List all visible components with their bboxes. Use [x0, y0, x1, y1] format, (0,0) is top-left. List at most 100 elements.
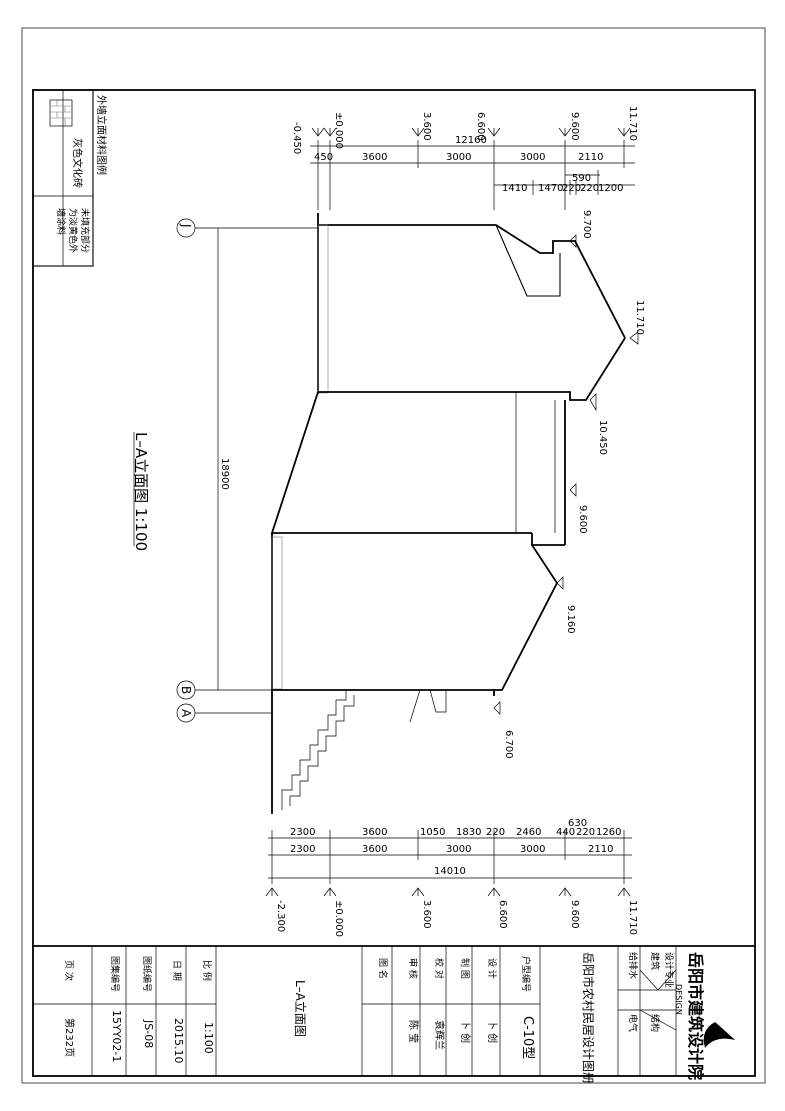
- design-mark: DESIGN: [674, 984, 683, 1015]
- axis-j-label: J: [179, 223, 193, 228]
- dim-top-3000a: 3000: [446, 152, 471, 163]
- dim-bot-440: 440: [556, 827, 575, 838]
- house-type-label: 户型编号: [520, 956, 532, 992]
- spec-arch: 建筑: [649, 952, 661, 970]
- house-type: C-10型: [520, 1016, 535, 1059]
- dim-bot-2460: 2460: [516, 827, 541, 838]
- axis-a-label: A: [179, 709, 193, 718]
- level-bot-3600: 3.600: [421, 900, 432, 929]
- level-bot-6600: 6.600: [497, 900, 508, 929]
- dim-top-590: 590: [572, 173, 591, 184]
- top-dimensions: 12160 450 3600 3000 3000 2110 1410 1470 …: [310, 135, 635, 210]
- date-label: 日 期: [171, 960, 182, 981]
- name-draw: 卜 创: [459, 1020, 472, 1043]
- brick-band-upper: [317, 224, 329, 394]
- drawing-no: JS-08: [142, 1019, 155, 1048]
- spec-struct: 结构: [649, 1014, 661, 1032]
- brick-band-lower: [271, 536, 283, 690]
- level-mid-11710: 11.710: [634, 300, 645, 335]
- level-top-9600: 9.600: [569, 112, 580, 141]
- specialty-label: 设计专业: [663, 952, 675, 988]
- dim-bot-2300b: 2300: [290, 844, 315, 855]
- level-top-m0450: -0.450: [291, 122, 302, 154]
- name-check: 袁辉兰: [433, 1020, 446, 1050]
- level-mid-9700: 9.700: [581, 210, 592, 239]
- institute-logo-icon: [703, 1022, 735, 1048]
- atlas-no-label: 图集编号: [109, 956, 121, 992]
- institute-name: 岳阳市建筑设计院: [686, 952, 705, 1080]
- dim-top-2110: 2110: [578, 152, 603, 163]
- scale-value: 1:100: [202, 1022, 215, 1054]
- level-top-3600: 3.600: [421, 112, 432, 141]
- legend-brick-label: 灰色文化砖: [71, 138, 84, 188]
- drawing-no-label: 图纸编号: [141, 956, 153, 992]
- outer-border: [21, 27, 766, 1084]
- dim-bot-3000a: 3000: [446, 844, 471, 855]
- atlas-no: 15YY02-1: [110, 1010, 123, 1062]
- legend-paint-line1: 未填充部分: [79, 208, 91, 253]
- elevation-outline: [270, 213, 626, 814]
- dim-top-450: 450: [314, 152, 333, 163]
- page-value: 第232页: [63, 1018, 76, 1057]
- level-top-11710: 11.710: [627, 106, 638, 141]
- dim-bot-220b: 220: [576, 827, 595, 838]
- level-top-0000: ±0.000: [333, 112, 344, 149]
- middle-levels: 9.700 11.710 10.450 9.600 9.160 6.700: [493, 210, 645, 759]
- dim-top-1200: 1200: [598, 183, 623, 194]
- catalog-title: 岳阳市农村民居设计图册: [581, 952, 596, 1084]
- role-draw: 制 图: [459, 958, 471, 979]
- dim-bot-3000b: 3000: [520, 844, 545, 855]
- material-legend: 外墙立面材料图例 灰色文化砖 未填充部分 为淡黄色外 墙涂料: [32, 89, 108, 267]
- legend-paint-line3: 墙涂料: [55, 208, 67, 235]
- drawing-title: L–A立面图 1:100: [132, 432, 150, 551]
- drawing-name-label: 图 名: [377, 958, 389, 979]
- dim-top-1410: 1410: [502, 183, 527, 194]
- role-review: 审 核: [407, 958, 419, 979]
- legend-paint-line2: 为淡黄色外: [67, 208, 79, 253]
- dim-bot-1050: 1050: [420, 827, 445, 838]
- dim-bot-2300a: 2300: [290, 827, 315, 838]
- level-bot-m2300: -2.300: [275, 900, 286, 932]
- bottom-levels: -2.300 ±0.000 3.600 6.600 9.600 11.710: [265, 887, 638, 937]
- dim-top-220b: 220: [580, 183, 599, 194]
- dim-bot-630: 630: [568, 818, 587, 829]
- page-label: 页 次: [63, 960, 75, 981]
- dim-top-3000b: 3000: [520, 152, 545, 163]
- dim-bot-220a: 220: [486, 827, 505, 838]
- overall-dimension: 18900: [219, 458, 230, 490]
- dim-top-1470: 1470: [538, 183, 563, 194]
- dim-bot-total: 14010: [434, 866, 466, 877]
- axis-markers: J B A 18900: [176, 218, 318, 723]
- role-check: 校 对: [433, 958, 445, 979]
- stair-detail: [271, 690, 355, 814]
- dim-bot-1830: 1830: [456, 827, 481, 838]
- role-design: 设 计: [486, 958, 498, 979]
- date-value: 2015.10: [172, 1018, 185, 1064]
- dim-top-3600: 3600: [362, 152, 387, 163]
- level-mid-9600: 9.600: [577, 505, 588, 534]
- level-bot-0000: ±0.000: [333, 900, 344, 937]
- inner-frame: [32, 89, 756, 1077]
- legend-title: 外墙立面材料图例: [95, 95, 108, 175]
- dim-bot-3600b: 3600: [362, 844, 387, 855]
- scale-label: 比 例: [201, 960, 213, 981]
- level-bot-9600: 9.600: [569, 900, 580, 929]
- dim-top-total: 12160: [455, 135, 487, 146]
- level-mid-9160: 9.160: [565, 605, 576, 634]
- brick-swatch: [49, 99, 73, 127]
- dim-bot-2110: 2110: [588, 844, 613, 855]
- spec-water: 给排水: [627, 952, 639, 979]
- level-mid-6700: 6.700: [503, 730, 514, 759]
- name-design: 卜 创: [486, 1020, 499, 1043]
- title-block: 岳阳市建筑设计院 DESIGN 设计专业 建筑 给排水 结构 电气 岳阳市农村民…: [33, 945, 755, 1084]
- level-mid-10450: 10.450: [597, 420, 608, 455]
- top-levels: -0.450 ±0.000 3.600 6.600 9.600 11.710: [291, 106, 638, 154]
- dim-bot-1260: 1260: [596, 827, 621, 838]
- spec-elec: 电气: [627, 1014, 639, 1032]
- bottom-dimensions: 2300 3600 1050 1830 220 2460 440 220 126…: [268, 818, 632, 884]
- name-review: 陈 莹: [407, 1020, 420, 1043]
- axis-b-label: B: [179, 686, 193, 694]
- level-top-6600: 6.600: [475, 112, 486, 141]
- dim-bot-3600a: 3600: [362, 827, 387, 838]
